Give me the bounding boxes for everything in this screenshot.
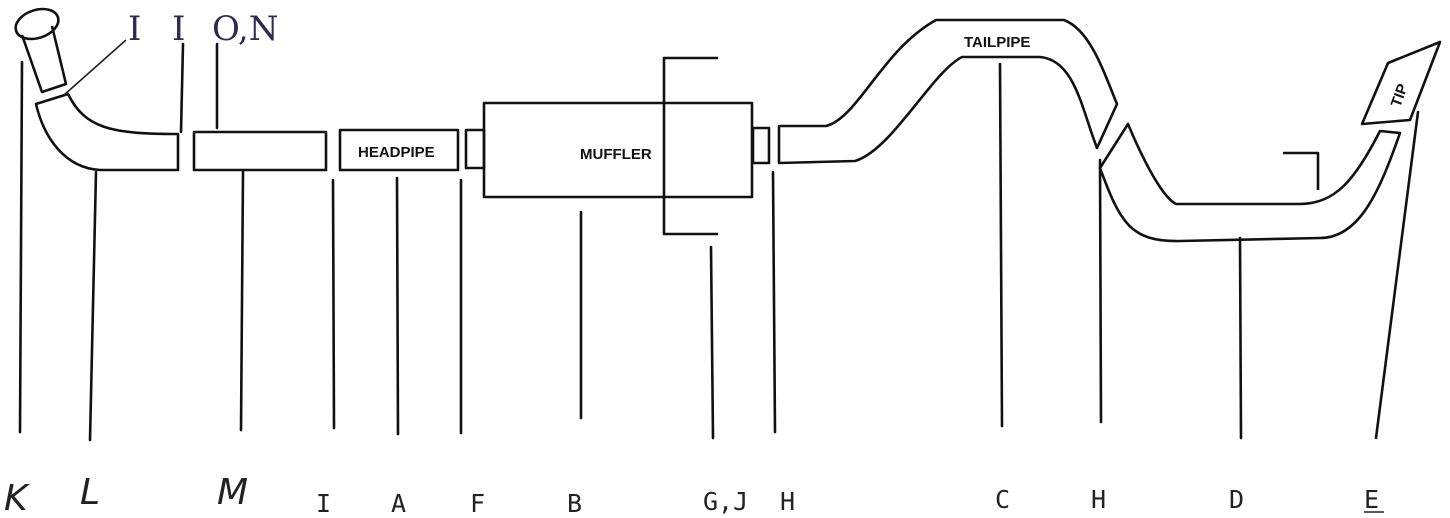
tailpipe	[777, 18, 1119, 165]
leader-h1	[771, 170, 777, 434]
tip	[1360, 40, 1442, 126]
bottom-label-c: C	[995, 485, 1010, 514]
bottom-label-e: E	[1364, 485, 1379, 514]
top-leader-1	[63, 39, 127, 96]
hanger-bracket	[662, 56, 718, 236]
leader-gj	[709, 245, 715, 440]
bottom-label-i: I	[316, 489, 331, 518]
headpipe-label: HEADPIPE	[358, 144, 435, 161]
leader-d	[1238, 236, 1243, 440]
bottom-label-h2: H	[1091, 485, 1106, 514]
leader-l	[88, 170, 98, 442]
leader-h2	[1098, 158, 1103, 424]
top-leader-2	[179, 42, 185, 134]
manifold-pipe	[20, 25, 68, 94]
bottom-label-m: M	[217, 472, 248, 513]
leader-k	[18, 60, 24, 434]
leader-i	[331, 178, 336, 430]
leader-c	[998, 62, 1004, 428]
top-label-2: I	[172, 9, 185, 49]
rear-pipe	[1098, 122, 1402, 243]
muffler-outlet-coupler	[751, 126, 771, 165]
top-label-1: I	[128, 9, 141, 49]
top-label-3: O,N	[212, 9, 278, 49]
leader-m	[239, 170, 245, 432]
manifold-flange	[14, 7, 60, 41]
bottom-label-a: A	[391, 489, 406, 518]
bottom-label-k: K	[4, 478, 30, 518]
headpipe	[338, 128, 460, 172]
tip-label: TIP	[1388, 82, 1412, 110]
bottom-label-gj: G,J	[703, 487, 748, 516]
leader-e	[1374, 110, 1420, 440]
rear-hanger	[1283, 151, 1320, 190]
bottom-label-h1: H	[780, 487, 795, 516]
leader-a	[395, 176, 400, 436]
bottom-label-f: F	[470, 489, 485, 518]
tailpipe-label: TAILPIPE	[964, 34, 1030, 51]
bottom-label-b: B	[567, 489, 582, 518]
muffler-label: MUFFLER	[580, 146, 652, 163]
bottom-label-l: L	[80, 472, 100, 513]
intermediate-pipe	[192, 130, 328, 172]
elbow-pipe	[34, 92, 180, 172]
muffler-inlet-coupler	[464, 128, 486, 170]
bottom-label-d: D	[1229, 485, 1244, 514]
